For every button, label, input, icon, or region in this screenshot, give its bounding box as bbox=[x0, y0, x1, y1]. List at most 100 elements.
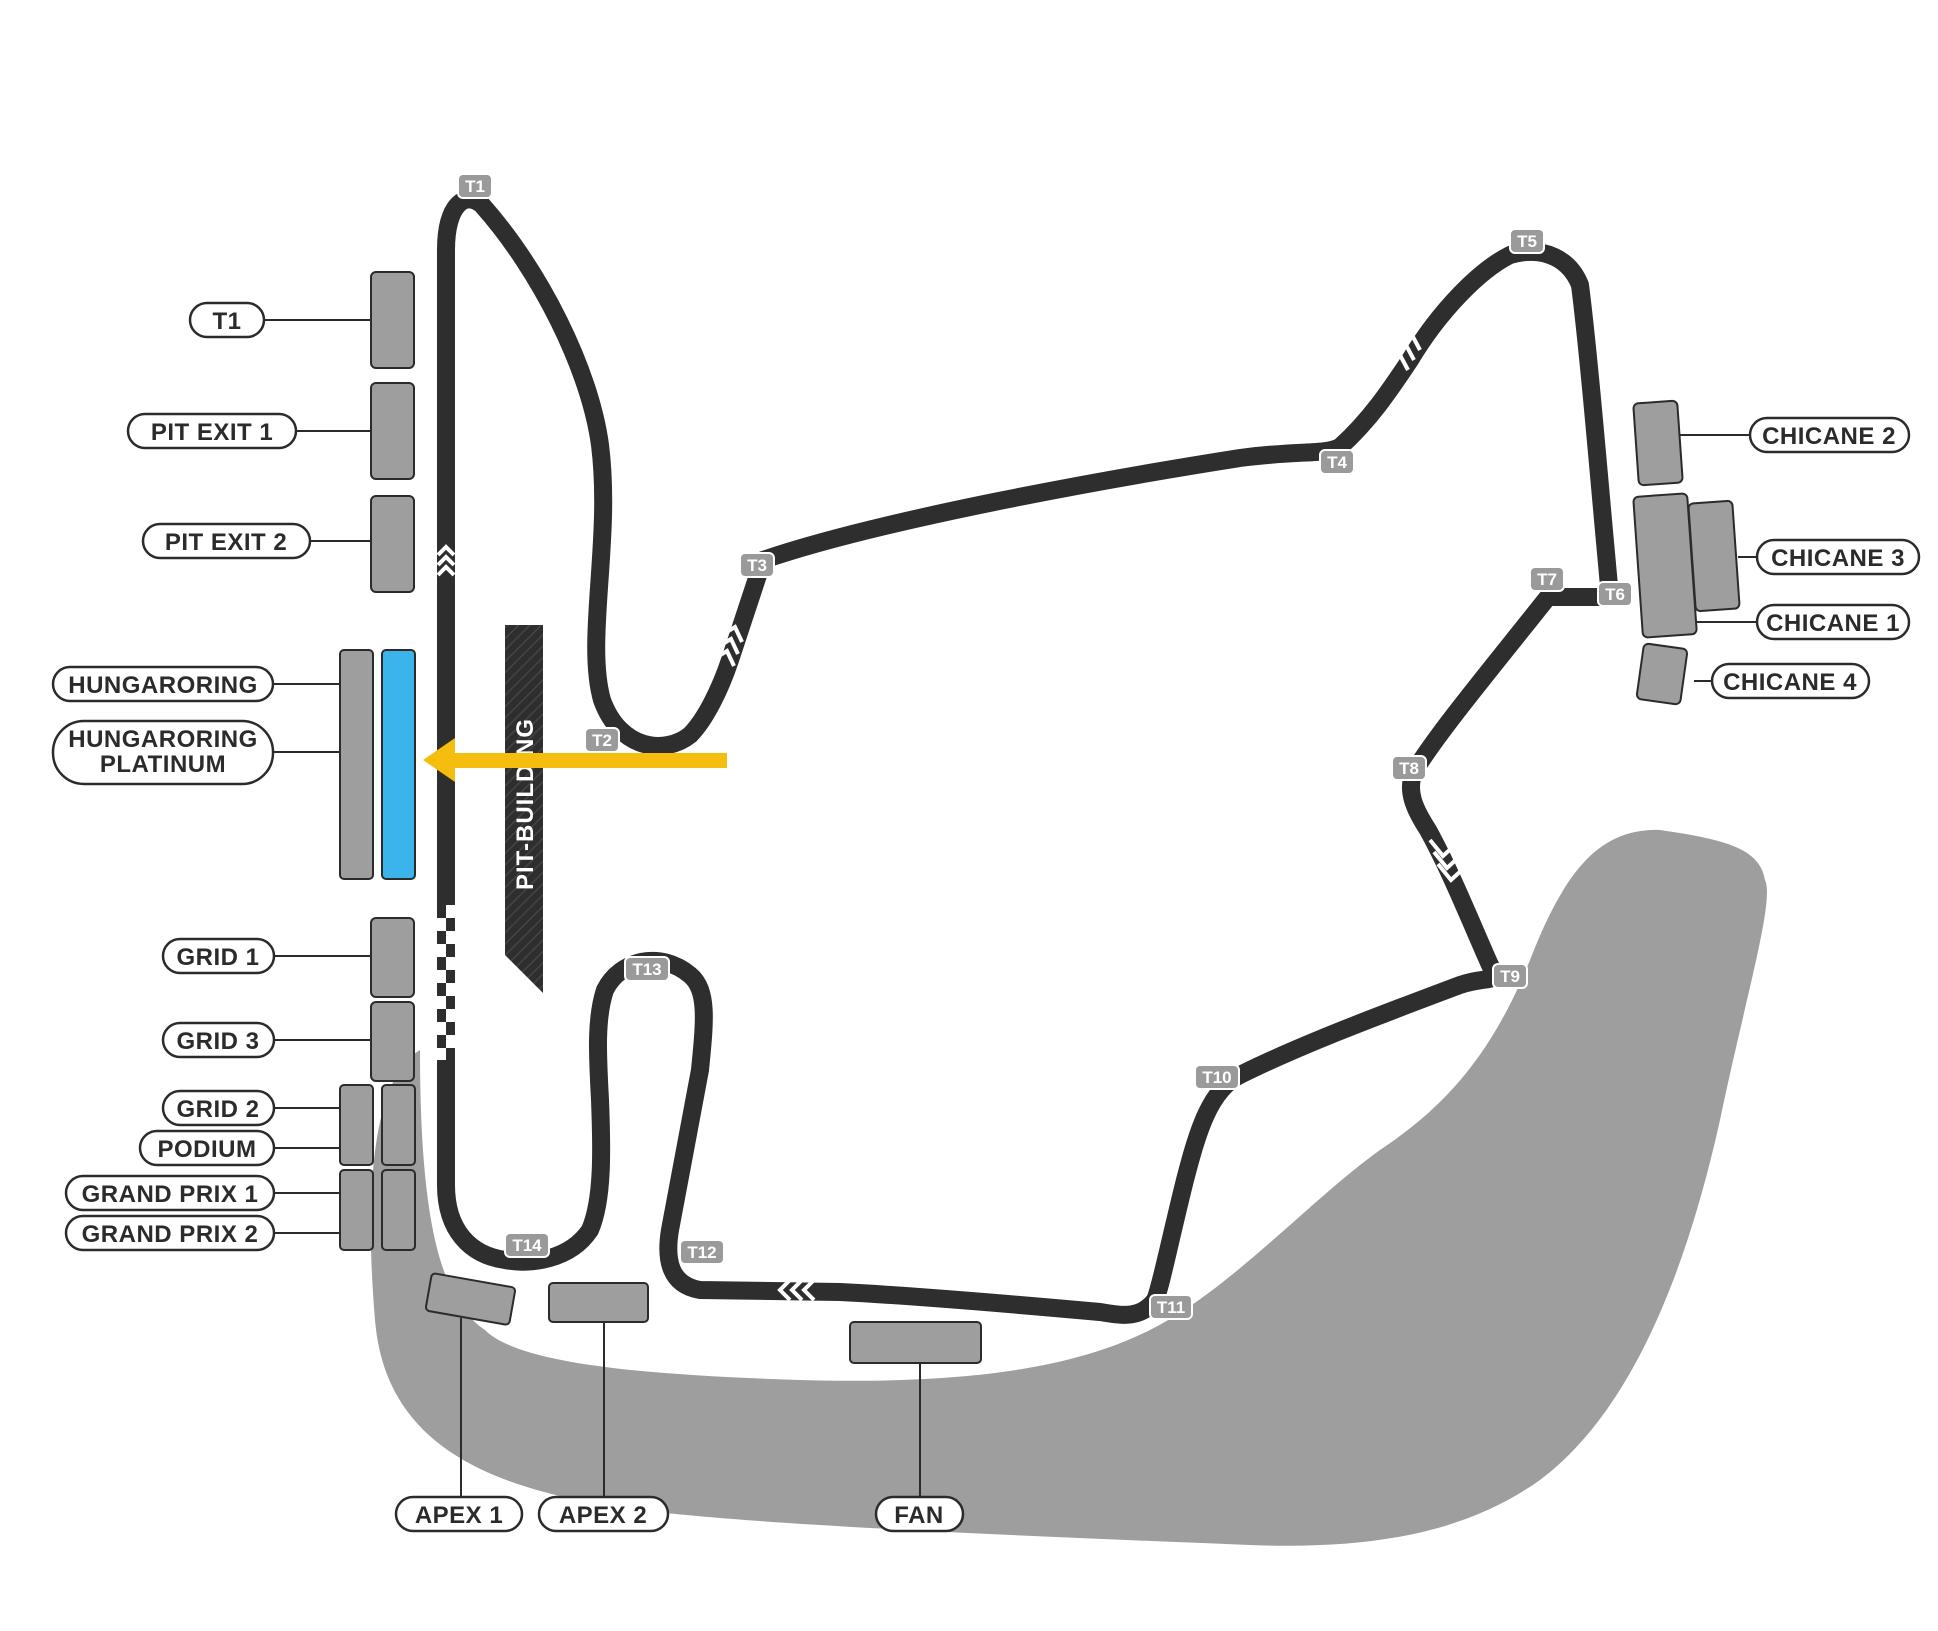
label-hungaroring: HUNGARORING bbox=[68, 672, 258, 699]
label-texts: T1 PIT EXIT 1 PIT EXIT 2 HUNGARORING HUN… bbox=[68, 308, 1905, 1529]
start-finish-line bbox=[437, 905, 455, 1060]
stand-grid-2[interactable] bbox=[339, 1084, 374, 1166]
turn-badge-t12: T12 bbox=[679, 1239, 725, 1265]
turn-badge-t13: T13 bbox=[624, 956, 670, 982]
stand-chicane-2[interactable] bbox=[1632, 399, 1684, 487]
chevron-icon bbox=[1384, 332, 1422, 371]
turn-badge-t9: T9 bbox=[1492, 963, 1528, 989]
stand-hungaroring-platinum[interactable] bbox=[381, 649, 416, 880]
label-chicane-2: CHICANE 2 bbox=[1762, 423, 1896, 450]
grandstand-blocks bbox=[339, 271, 1741, 1364]
stand-grid-3[interactable] bbox=[370, 1001, 415, 1082]
turn-badge-t2: T2 bbox=[584, 727, 620, 753]
stand-t1[interactable] bbox=[370, 271, 415, 369]
leader-lines bbox=[264, 319, 1757, 1497]
chevron-icon bbox=[710, 624, 744, 667]
pill-grand-prix-2 bbox=[64, 1214, 276, 1252]
chevron-icon bbox=[436, 544, 456, 577]
label-apex-2: APEX 2 bbox=[559, 1502, 647, 1529]
svg-text:T12: T12 bbox=[687, 1243, 716, 1262]
label-hungaroring-platinum-1: HUNGARORING bbox=[68, 726, 258, 753]
pill-pit-exit-1 bbox=[126, 412, 298, 450]
stand-fan[interactable] bbox=[849, 1321, 982, 1364]
label-chicane-4: CHICANE 4 bbox=[1723, 669, 1857, 696]
pill-pit-exit-2 bbox=[141, 522, 312, 560]
pill-chicane-2 bbox=[1748, 416, 1911, 454]
svg-text:T14: T14 bbox=[512, 1236, 542, 1255]
svg-text:T13: T13 bbox=[632, 960, 661, 979]
pill-grand-prix-1 bbox=[64, 1174, 276, 1212]
label-hungaroring-platinum-2: PLATINUM bbox=[100, 751, 226, 778]
turn-badge-t10: T10 bbox=[1194, 1064, 1240, 1090]
label-grand-prix-2: GRAND PRIX 2 bbox=[82, 1221, 259, 1248]
svg-text:T11: T11 bbox=[1157, 1298, 1185, 1317]
pill-grid-2 bbox=[161, 1089, 276, 1127]
turn-badge-t11: T11 bbox=[1149, 1294, 1193, 1320]
turn-badge-t14: T14 bbox=[504, 1232, 550, 1258]
svg-text:T5: T5 bbox=[1517, 232, 1537, 251]
stand-grid-1[interactable] bbox=[370, 917, 415, 998]
pill-hungaroring bbox=[51, 665, 275, 703]
location-arrow-icon bbox=[423, 738, 727, 782]
pit-building-label: PIT-BUILDING bbox=[512, 718, 539, 890]
chevron-icon bbox=[777, 1278, 816, 1302]
svg-text:T10: T10 bbox=[1202, 1068, 1231, 1087]
turn-badge-t5: T5 bbox=[1509, 228, 1545, 254]
stand-grand-prix-1[interactable] bbox=[339, 1169, 374, 1251]
chevron-icon bbox=[1428, 838, 1465, 883]
svg-text:T1: T1 bbox=[465, 177, 485, 196]
turn-badge-t7: T7 bbox=[1529, 566, 1565, 592]
stand-hungaroring[interactable] bbox=[339, 649, 374, 880]
svg-text:T6: T6 bbox=[1605, 585, 1625, 604]
turn-badge-t3: T3 bbox=[739, 552, 775, 578]
pill-chicane-3 bbox=[1755, 538, 1921, 576]
pit-building bbox=[505, 625, 543, 993]
svg-text:T2: T2 bbox=[592, 731, 612, 750]
label-apex-1: APEX 1 bbox=[415, 1502, 503, 1529]
pill-grid-1 bbox=[161, 937, 276, 975]
stand-chicane-4[interactable] bbox=[1635, 642, 1689, 706]
svg-text:T3: T3 bbox=[747, 556, 767, 575]
pill-apex-1 bbox=[394, 1495, 524, 1533]
pill-hungaroring-platinum bbox=[51, 719, 275, 786]
label-pills[interactable] bbox=[51, 301, 1921, 1533]
label-podium: PODIUM bbox=[158, 1136, 257, 1163]
stand-apex-1[interactable] bbox=[424, 1272, 517, 1326]
pill-chicane-1 bbox=[1755, 603, 1911, 641]
stand-chicane-1[interactable] bbox=[1632, 492, 1698, 639]
turn-badge-t8: T8 bbox=[1391, 755, 1427, 781]
turn-badge-t1: T1 bbox=[457, 173, 493, 199]
label-chicane-1: CHICANE 1 bbox=[1766, 610, 1900, 637]
stand-pit-exit-2[interactable] bbox=[370, 495, 415, 593]
stand-podium[interactable] bbox=[381, 1084, 416, 1166]
label-t1: T1 bbox=[212, 308, 241, 335]
race-track bbox=[437, 190, 1619, 1324]
label-fan: FAN bbox=[894, 1502, 944, 1529]
svg-text:T4: T4 bbox=[1327, 453, 1347, 472]
spectator-zone bbox=[370, 829, 1767, 1546]
pill-podium bbox=[138, 1129, 276, 1167]
stand-chicane-3[interactable] bbox=[1687, 499, 1741, 613]
turn-badge-t4: T4 bbox=[1319, 449, 1355, 475]
label-grid-3: GRID 3 bbox=[176, 1028, 259, 1055]
label-grid-1: GRID 1 bbox=[176, 944, 259, 971]
pill-grid-3 bbox=[161, 1021, 276, 1059]
svg-text:T7: T7 bbox=[1537, 570, 1557, 589]
label-pit-exit-2: PIT EXIT 2 bbox=[165, 529, 287, 556]
turn-badges: T1 T2 T3 T4 T5 T6 T7 T8 T9 T10 T11 T12 T… bbox=[457, 173, 1633, 1320]
label-chicane-3: CHICANE 3 bbox=[1771, 545, 1905, 572]
label-pit-exit-1: PIT EXIT 1 bbox=[151, 419, 273, 446]
label-grand-prix-1: GRAND PRIX 1 bbox=[82, 1181, 259, 1208]
pill-chicane-4 bbox=[1710, 662, 1871, 700]
pill-t1 bbox=[188, 301, 266, 339]
label-grid-2: GRID 2 bbox=[176, 1096, 259, 1123]
stand-apex-2[interactable] bbox=[548, 1282, 649, 1323]
turn-badge-t6: T6 bbox=[1597, 581, 1633, 607]
pill-fan bbox=[874, 1495, 965, 1533]
svg-text:T9: T9 bbox=[1500, 967, 1520, 986]
stand-grand-prix-2[interactable] bbox=[381, 1169, 416, 1251]
pill-apex-2 bbox=[537, 1495, 670, 1533]
svg-text:T8: T8 bbox=[1399, 759, 1419, 778]
stand-pit-exit-1[interactable] bbox=[370, 382, 415, 480]
